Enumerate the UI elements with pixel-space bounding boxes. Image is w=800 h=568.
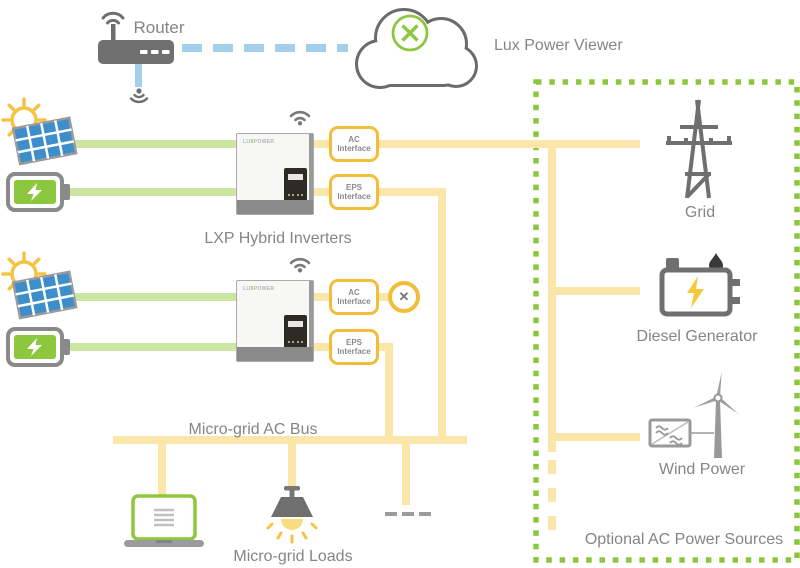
sources-trunk (548, 140, 556, 452)
diesel-generator-icon (659, 253, 740, 317)
battery-icon (6, 172, 70, 212)
cloud-label: Lux Power Viewer (494, 37, 623, 54)
battery-icon (6, 327, 70, 367)
battery2-line (64, 343, 238, 351)
loads-label: Micro-grid Loads (233, 548, 353, 565)
micro-grid-ac-bus-line (113, 436, 467, 444)
wind-power-label: Wind Power (658, 461, 746, 478)
wind-turbine-icon (648, 372, 739, 458)
inverter-brand-logo: LUXPOWER (243, 286, 275, 292)
hybrid-inverter-2: LUXPOWER (236, 280, 314, 362)
inverter-display (284, 168, 307, 201)
ac1-line (310, 140, 640, 148)
ac-disconnect-x-icon: ✕ (388, 281, 420, 313)
router-icon (98, 11, 174, 64)
grid-tower-icon (666, 99, 732, 199)
router-dongle-link (135, 64, 142, 87)
eps2-line-v (385, 343, 393, 440)
sources-trunk-dash (548, 488, 556, 502)
laptop-icon (124, 494, 204, 547)
antenna-receiver-icon (129, 88, 149, 104)
spare-dash (402, 512, 414, 516)
solar-panel-icon (1, 97, 78, 166)
wifi-icon (289, 257, 311, 273)
diesel-branch (552, 287, 640, 295)
wifi-icon (289, 110, 311, 126)
eps1-line-v (438, 188, 446, 440)
spare-dash (419, 512, 431, 516)
solar-panel-icon (1, 251, 78, 320)
lux-logo-x-icon (391, 14, 429, 52)
lamp-drop (288, 442, 296, 490)
sources-trunk-dash (548, 460, 556, 474)
grid-label: Grid (684, 204, 716, 221)
wind-branch (552, 433, 640, 441)
router-cloud-link (182, 44, 348, 52)
inverter-display (284, 315, 307, 348)
optional-sources-label: Optional AC Power Sources (584, 531, 784, 548)
ac-bus-label: Micro-grid AC Bus (188, 421, 318, 438)
hybrid-inverter-1: LUXPOWER (236, 133, 314, 215)
router-label: Router (133, 18, 185, 37)
spare-dash (385, 512, 397, 516)
battery1-line (64, 188, 238, 196)
inverter-brand-logo: LUXPOWER (243, 139, 275, 145)
inverters-label: LXP Hybrid Inverters (204, 230, 352, 247)
pv2-line (60, 293, 238, 301)
laptop-drop (158, 442, 166, 497)
lamp-icon (266, 486, 318, 544)
pv1-line (60, 140, 238, 148)
sources-trunk-dash (548, 516, 556, 530)
cloud-icon (355, 8, 478, 89)
diesel-generator-label: Diesel Generator (636, 328, 758, 345)
spare-drop (402, 442, 410, 505)
optional-sources-dashed-box (533, 79, 800, 563)
